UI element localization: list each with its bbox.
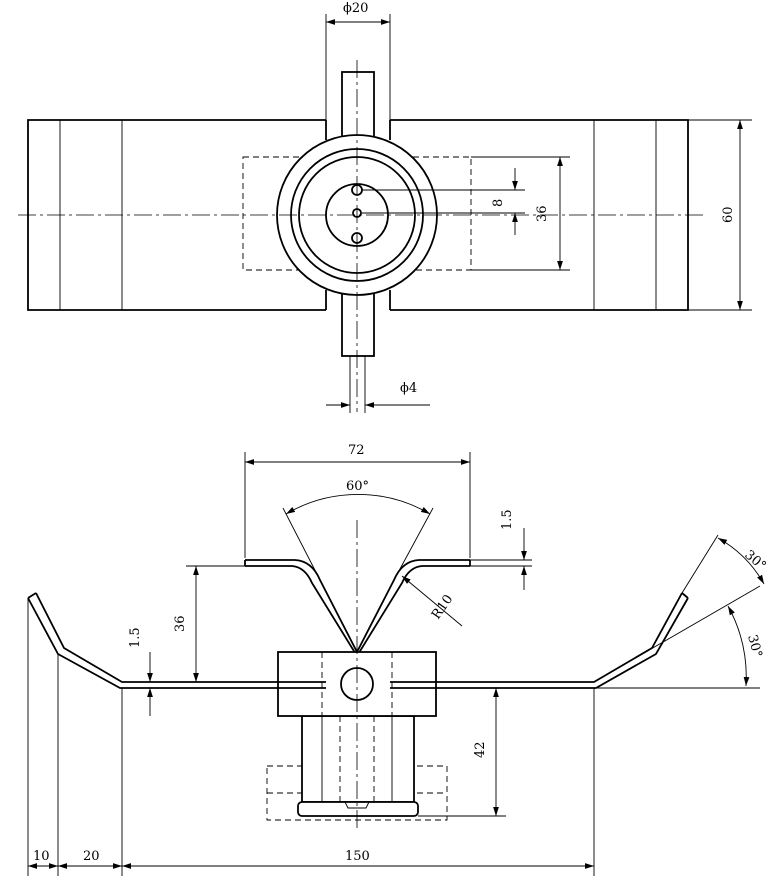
dim-label-phi20: ϕ20 bbox=[343, 1, 368, 16]
dim-label-1-5-lower: 1.5 bbox=[128, 627, 143, 648]
dim-label-60deg: 60° bbox=[346, 479, 369, 494]
blade-sheet-end bbox=[681, 592, 689, 599]
hub-blade-slot bbox=[278, 681, 436, 689]
dim-label-36-cup: 36 bbox=[173, 615, 188, 632]
top-view: ϕ20 8 36 60 ϕ4 bbox=[18, 1, 752, 413]
dim-label-72: 72 bbox=[348, 443, 365, 458]
dim-label-phi4: ϕ4 bbox=[400, 381, 417, 396]
nut-face bbox=[297, 801, 419, 817]
dim-label-36-top: 36 bbox=[535, 205, 550, 222]
shaft-bottom bbox=[341, 287, 375, 357]
blade-sheet-lower bbox=[27, 597, 689, 689]
dim-label-150: 150 bbox=[345, 849, 370, 864]
dim-arc-60deg bbox=[285, 493, 431, 515]
blade-sheet-end bbox=[27, 592, 37, 599]
front-view: 72 60° 1.5 R10 36 1.5 30° 30° bbox=[27, 443, 769, 876]
dim-label-42: 42 bbox=[473, 741, 488, 758]
dim-arc-30deg-lower bbox=[727, 605, 750, 687]
angle-ext-line bbox=[681, 534, 719, 594]
dim-arc-30deg-upper bbox=[717, 537, 765, 585]
cone-ext-line bbox=[393, 507, 434, 581]
dim-label-30deg-upper: 30° bbox=[741, 548, 768, 574]
nut-chamfer bbox=[344, 801, 370, 809]
dim-label-10: 10 bbox=[33, 849, 50, 864]
angle-ext-line bbox=[593, 585, 761, 683]
dim-label-1-5-upper: 1.5 bbox=[500, 509, 515, 530]
lower-shaft-body bbox=[301, 715, 415, 803]
dim-label-60: 60 bbox=[721, 206, 736, 223]
dim-label-30deg-lower: 30° bbox=[744, 633, 764, 659]
dim-leader-r10 bbox=[401, 575, 463, 627]
shaft-top bbox=[341, 71, 375, 143]
dim-label-20: 20 bbox=[83, 849, 100, 864]
dim-label-8: 8 bbox=[491, 199, 506, 207]
cone-ext-line bbox=[282, 507, 321, 581]
